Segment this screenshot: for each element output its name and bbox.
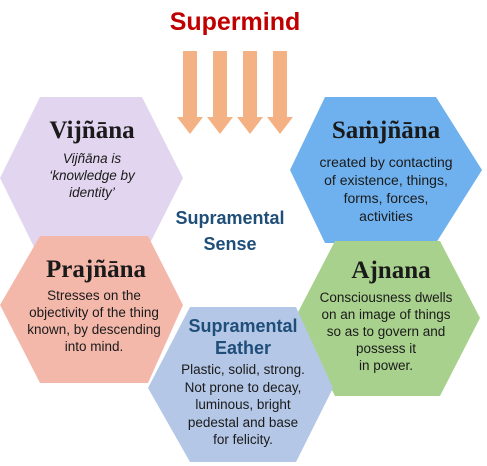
ajnana-title: Ajnana bbox=[351, 257, 431, 284]
center-label-line1: Supramental bbox=[175, 208, 285, 228]
samjnana-line: forms, forces, bbox=[343, 190, 429, 206]
down-arrow-icon bbox=[177, 51, 203, 134]
eather-line: Plastic, solid, strong. bbox=[181, 362, 305, 377]
samjnana-line: activities bbox=[359, 208, 413, 224]
prajnana-line: into mind. bbox=[64, 339, 124, 354]
samjnana-line: created by contacting bbox=[319, 154, 453, 170]
eather-line: for felicity. bbox=[213, 432, 273, 447]
ajnana-hexagon bbox=[295, 241, 480, 396]
down-arrow-icon bbox=[207, 51, 233, 134]
supermind-title: Supermind bbox=[169, 8, 301, 36]
prajnana-line: known, by descending bbox=[27, 322, 161, 337]
supermind-arrows bbox=[177, 51, 293, 134]
vijnana-line: Vijñāna is bbox=[62, 151, 122, 166]
eather-line: Not prone to decay, bbox=[184, 379, 302, 395]
vijnana-line: ‘knowledge by bbox=[49, 168, 135, 183]
eather-line: pedestal and base bbox=[187, 414, 299, 430]
down-arrow-icon bbox=[267, 51, 293, 134]
center-label-line2: Sense bbox=[203, 234, 257, 254]
ajnana-line: in power. bbox=[358, 358, 414, 373]
eather-text: Plastic, solid, strong. Not prone to dec… bbox=[160, 361, 326, 449]
ajnana-line: so as to govern and bbox=[326, 324, 446, 339]
prajnana-hexagon bbox=[0, 236, 183, 383]
samjnana-title: Saṁjñāna bbox=[331, 117, 441, 144]
down-arrow-icon bbox=[237, 51, 263, 134]
ajnana-line: on an image of things bbox=[321, 307, 451, 322]
samjnana-text: created by contacting of existence, thin… bbox=[290, 153, 482, 225]
prajnana-line: objectivity of the thing bbox=[29, 305, 159, 320]
eather-title-line1: Supramental bbox=[188, 316, 298, 336]
eather-hexagon bbox=[148, 307, 333, 462]
ajnana-line: Consciousness dwells bbox=[319, 290, 453, 305]
samjnana-line: of existence, things, bbox=[324, 172, 448, 188]
vijnana-hexagon bbox=[0, 97, 183, 259]
vijnana-line: identity’ bbox=[69, 185, 115, 200]
prajnana-title: Prajñāna bbox=[46, 256, 146, 283]
eather-title-line2: Eather bbox=[214, 338, 272, 358]
ajnana-text: Consciousness dwells on an image of thin… bbox=[300, 289, 472, 374]
samjnana-hexagon bbox=[290, 97, 482, 243]
eather-line: luminous, bright bbox=[195, 397, 291, 412]
ajnana-line: possess it bbox=[355, 341, 417, 356]
vijnana-text: Vijñāna is ‘knowledge by identity’ bbox=[22, 150, 162, 201]
prajnana-text: Stresses on the objectivity of the thing… bbox=[8, 287, 180, 355]
vijnana-title: Vijñāna bbox=[49, 117, 135, 144]
prajnana-line: Stresses on the bbox=[47, 288, 141, 303]
